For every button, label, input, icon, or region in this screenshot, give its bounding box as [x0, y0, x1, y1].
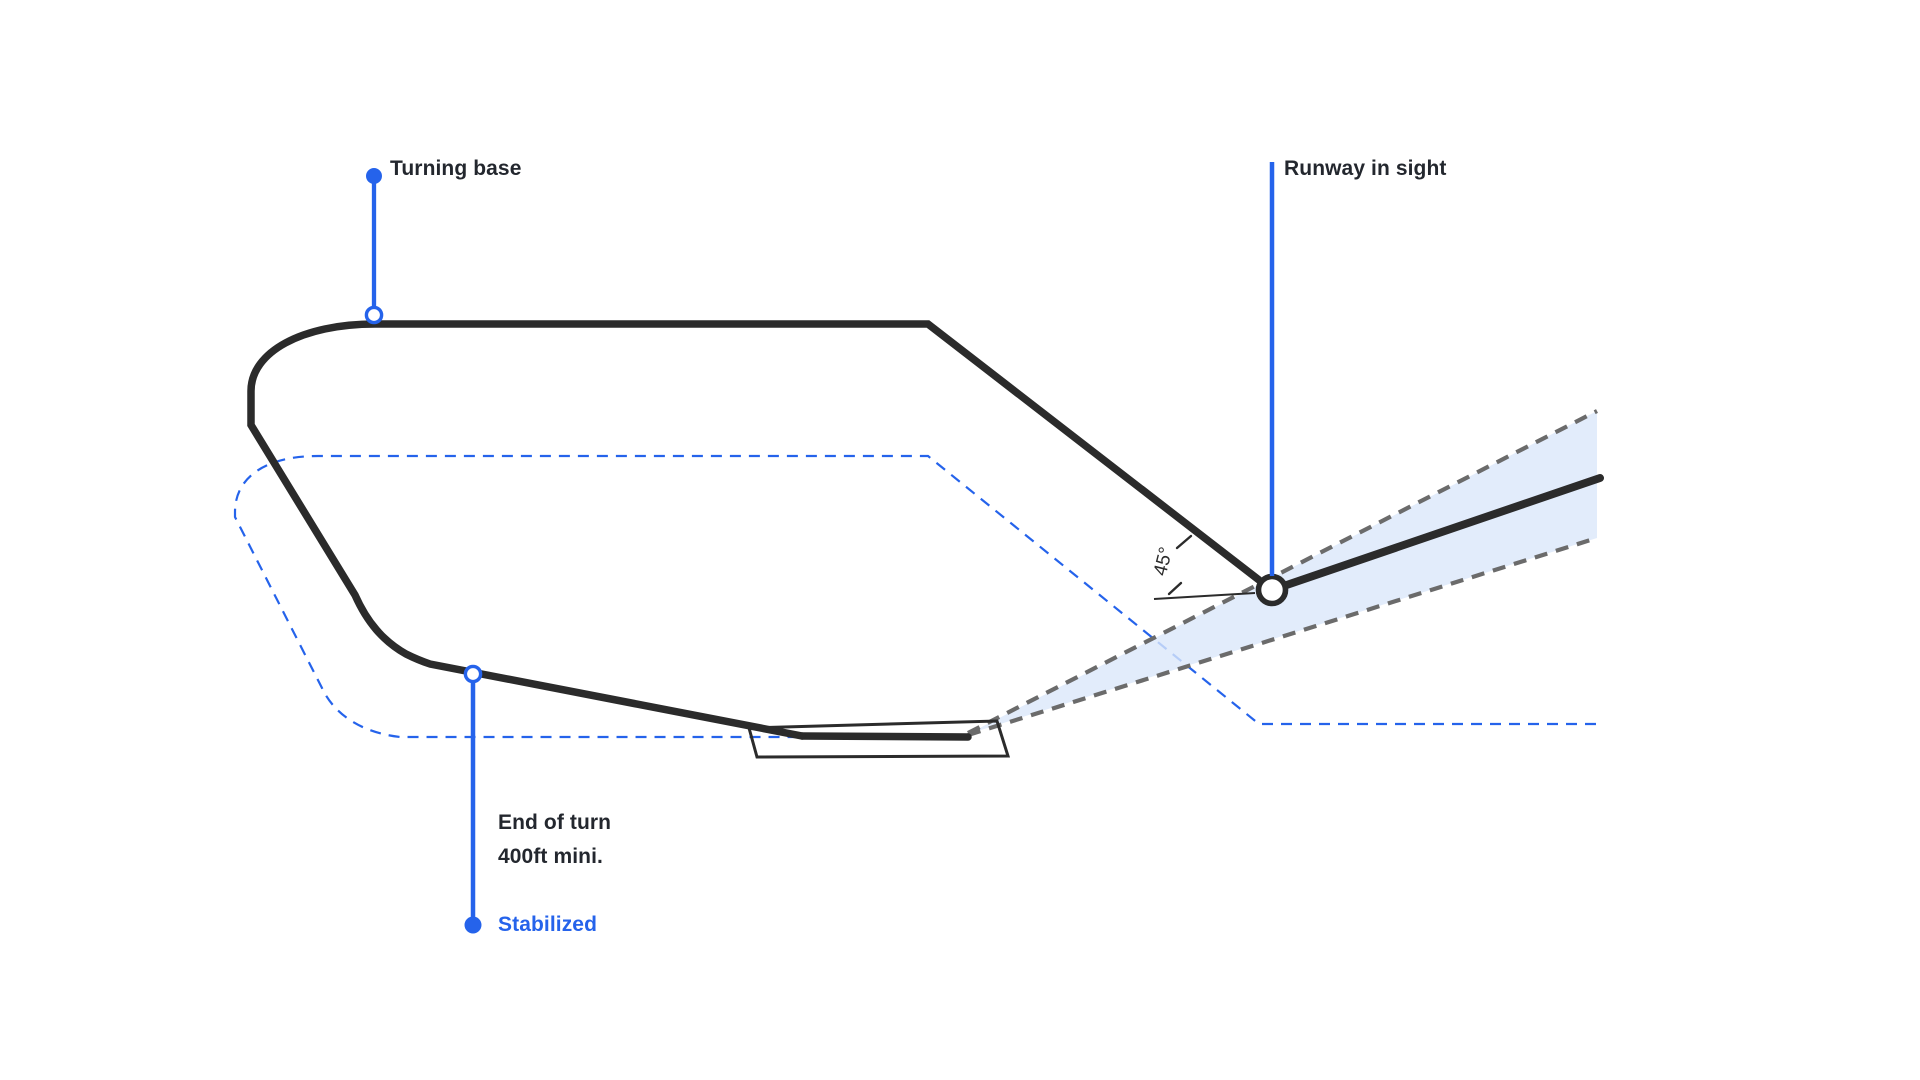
angle-tick-upper	[1175, 534, 1193, 550]
angle-tick-lower	[1167, 581, 1183, 596]
runway-in-sight-marker	[1255, 573, 1289, 607]
turning-base-dot	[366, 168, 382, 184]
end-of-turn-label-line2: 400ft mini.	[498, 845, 603, 868]
flight-path	[247, 320, 1263, 740]
ground-track-dashed-path	[233, 454, 1596, 739]
angle-reference-line	[1153, 592, 1256, 600]
runway-outline	[747, 719, 1011, 759]
end-of-turn-label-line1: End of turn	[498, 811, 612, 834]
end-of-turn-label: End of turn 400ft mini.	[498, 806, 611, 874]
end-of-turn-point	[463, 664, 483, 684]
runway-centerline	[798, 732, 972, 741]
turning-base-point	[364, 305, 384, 325]
runway-extension-line	[1268, 474, 1604, 594]
turning-base-label: Turning base	[390, 157, 522, 180]
approach-cone-lower-edge	[967, 535, 1598, 738]
stabilized-label: Stabilized	[498, 913, 598, 936]
approach-cone-upper-edge	[967, 409, 1598, 735]
stabilized-dot	[464, 916, 482, 934]
runway-in-sight-label: Runway in sight	[1284, 157, 1447, 180]
